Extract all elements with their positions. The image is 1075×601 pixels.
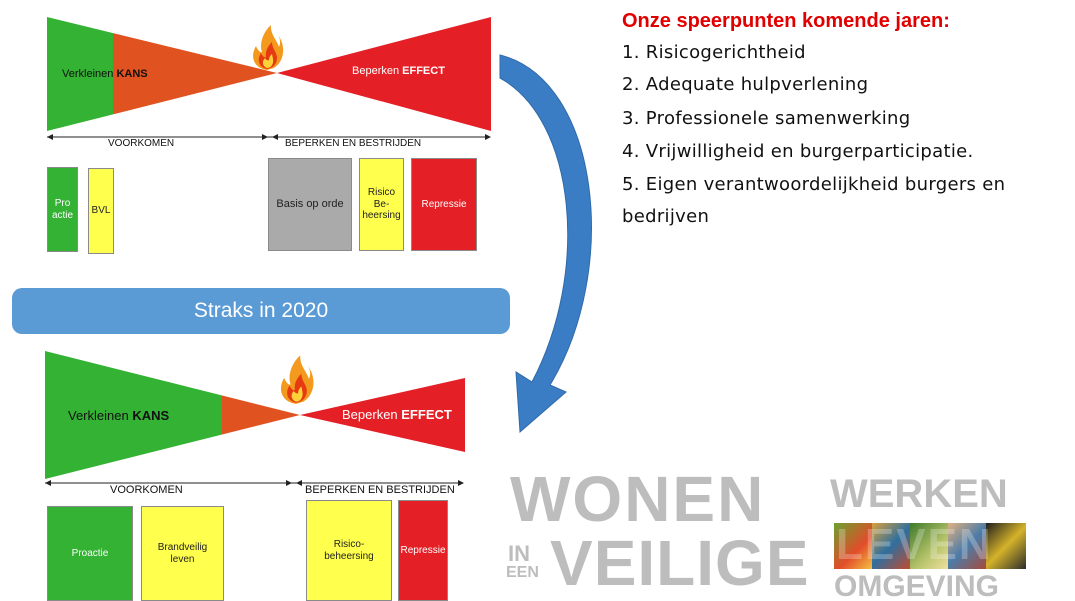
top-label-effect: Beperken EFFECT [352,65,445,77]
top-box-proactie: Pro actie [47,167,78,252]
flame-icon [253,25,284,70]
banner: Straks in 2020 [12,288,510,334]
logo-word-veilige: VEILIGE [550,527,810,599]
top-label-kans-bold: KANS [116,68,148,80]
top-box-proactie-label: Pro actie [51,198,74,221]
top-label-kans: Verkleinen KANS [62,68,148,80]
logo-leven-tile [872,523,910,569]
bottom-label-kans: Verkleinen KANS [68,408,169,423]
logo-word-omgeving: OMGEVING [834,570,1000,601]
logo-leven-mosaic [834,523,1026,569]
bottom-axis-label-voorkomen: VOORKOMEN [110,484,183,496]
top-box-basis-label: Basis op orde [276,198,344,211]
priority-item: 4. Vrijwilligheid en burgerparticipatie. [622,141,974,162]
logo-word-leven: LEVEN [836,520,993,569]
logo-wonen-werken-leven: WONEN WERKEN IN EEN VEILIGE LEVEN OMGEVI… [490,468,1075,601]
bottom-box-repressie-label: Repressie [400,544,446,556]
top-label-kans-normal: Verkleinen [62,68,117,80]
bottom-box-risico-label: Risico-beheersing [324,539,374,562]
priority-item: 3. Professionele samenwerking [622,108,911,129]
logo-word-een: EEN [506,564,539,581]
top-box-risico-beheersing: Risico Be-heersing [359,158,404,251]
bottom-label-effect-bold: EFFECT [401,407,452,422]
bottom-box-proactie-label: Proactie [71,547,109,559]
logo-leven-tile [834,523,872,569]
top-box-bvl-label: BVL [91,205,111,217]
priority-item: bedrijven [622,206,710,227]
logo-word-wonen: WONEN [510,468,766,535]
priority-item: 5. Eigen verantwoordelijkheid burgers en [622,174,1006,195]
top-axis-arrow-mid-right [272,134,278,140]
top-axis-arrow-mid-left [262,134,268,140]
bottom-axis-label-beperken: BEPERKEN EN BESTRIJDEN [305,484,455,496]
curved-arrow [499,54,592,434]
bottom-axis-arrow-mid-right [296,480,302,486]
logo-leven-tile [910,523,948,569]
top-axis-label-voorkomen: VOORKOMEN [108,138,175,149]
top-axis-label-beperken: BEPERKEN EN BESTRIJDEN [285,138,422,149]
bottom-box-repressie: Repressie [398,500,448,601]
bottom-axis-arrow-left [45,480,51,486]
banner-text: Straks in 2020 [193,299,329,322]
top-axis-arrow-left [47,134,53,140]
bottom-box-brandveilig-label: Brandveilig leven [157,542,208,565]
bottom-axis-arrow-right [458,480,464,486]
top-box-basis-op-orde: Basis op orde [268,158,352,251]
logo-leven-tile [948,523,986,569]
bottom-bowtie-red [300,378,465,452]
priority-item: 1. Risicogerichtheid [622,42,806,63]
top-box-bvl: BVL [88,168,114,254]
top-bowtie-green [47,17,113,131]
top-bowtie-red [277,17,491,131]
top-axis-arrow-right [485,134,491,140]
logo-word-in: IN [508,541,530,566]
flame-icon [280,355,314,404]
top-label-effect-normal: Beperken [352,65,403,77]
priorities-title: Onze speerpunten komende jaren: [622,10,950,32]
bottom-box-proactie: Proactie [47,506,133,601]
bottom-label-effect-normal: Beperken [342,407,402,422]
logo-leven-tile [986,523,1026,569]
bottom-bowtie [45,351,465,486]
bottom-box-risico-beheersing: Risico-beheersing [306,500,392,601]
top-bowtie [47,17,491,140]
bottom-label-effect: Beperken EFFECT [342,407,452,422]
bottom-label-kans-bold: KANS [132,408,170,423]
bottom-axis-arrow-mid-left [286,480,292,486]
bottom-box-brandveilig-leven: Brandveilig leven [141,506,224,601]
top-box-repressie: Repressie [411,158,477,251]
top-label-effect-bold: EFFECT [402,65,445,77]
top-box-repressie-label: Repressie [421,198,467,210]
logo-word-werken: WERKEN [830,472,1008,516]
bottom-label-kans-normal: Verkleinen [68,408,133,423]
priority-item: 2. Adequate hulpverlening [622,74,869,95]
top-box-risico-label: Risico Be-heersing [362,187,401,222]
